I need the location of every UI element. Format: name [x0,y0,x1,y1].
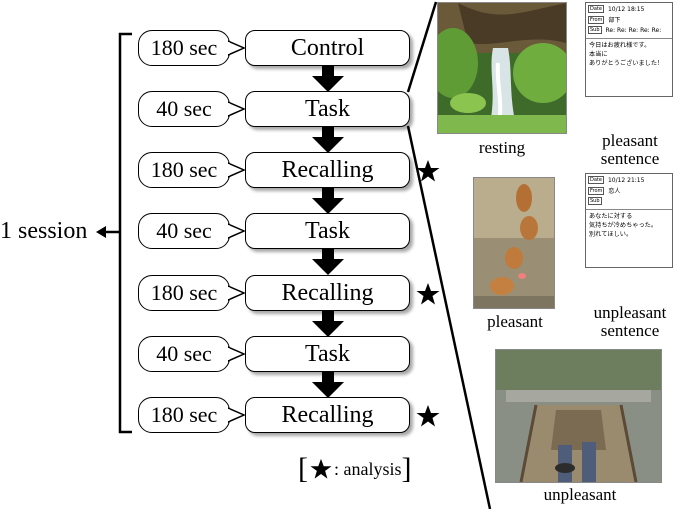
stage-box-recalling: Recalling [245,397,410,433]
flow-arrow-icon [312,372,344,398]
bubble-tail [228,101,246,117]
resting-image [437,2,567,134]
mail-date-tag: Date [588,5,604,13]
mail-date-tag: Date [588,176,604,184]
mail-sub-tag: Sub [588,26,602,34]
mail-date: 10/12 21:15 [607,176,645,184]
mail-from: 部下 [608,17,621,24]
mail-from: 恋人 [608,188,621,195]
flow-arrow-icon [312,66,344,92]
star-icon [416,283,440,305]
pleasant-caption: pleasant [487,312,543,331]
pleasant-image [473,177,555,309]
session-label: 1 session [0,218,88,244]
resting-caption: resting [478,138,526,157]
stage-box-recalling: Recalling [245,275,410,311]
stage-box-task: Task [245,336,410,372]
pleasant-sentence-line2: sentence [600,149,660,168]
mail-body: あなたに対する 気持ちが冷めちゃった。 別れてほしい。 [589,213,658,238]
star-icon [416,160,440,182]
unpleasant-sentence-line2: sentence [600,321,660,340]
stage-box-recalling: Recalling [245,152,410,188]
star-icon [310,458,332,479]
star-icon [416,405,440,427]
unpleasant-sentence-caption: unpleasant sentence [578,304,680,340]
flow-arrow-icon [312,311,344,337]
mail-date: 10/12 18:15 [607,5,645,13]
stage-box-control: Control [245,30,410,66]
duration-bubble: 40 sec [138,336,230,372]
legend-open-bracket: [ [298,452,308,485]
mail-from-tag: From [588,15,605,24]
pleasant-sentence-line1: pleasant [602,131,658,150]
mail-from-tag: From [588,186,605,195]
analysis-legend: [ : analysis ] [298,454,412,484]
unpleasant-caption: unpleasant [543,485,617,504]
session-bracket [96,32,132,434]
flow-arrow-icon [312,127,344,153]
mail-sub-tag: Sub [588,197,602,205]
duration-bubble: 40 sec [138,91,230,127]
stage-box-task: Task [245,213,410,249]
bubble-tail [228,40,246,56]
mail-subject: Re: Re: Re: Re: Re: [605,26,662,34]
stage-box-task: Task [245,91,410,127]
bubble-tail [228,162,246,178]
unpleasant-sentence-line1: unpleasant [593,303,667,322]
duration-bubble: 40 sec [138,213,230,249]
unpleasant-image [495,349,662,483]
duration-bubble: 180 sec [138,397,230,433]
bubble-tail [228,407,246,423]
duration-bubble: 180 sec [138,30,230,66]
flow-arrow-icon [312,249,344,275]
bubble-tail [228,223,246,239]
flow-arrow-icon [312,188,344,214]
bubble-tail [228,285,246,301]
duration-bubble: 180 sec [138,275,230,311]
bubble-tail [228,346,246,362]
legend-close-bracket: ] [401,452,412,485]
legend-text: : analysis [334,458,402,479]
duration-bubble: 180 sec [138,152,230,188]
pleasant-sentence-caption: pleasant sentence [580,132,680,168]
mail-body: 今日はお疲れ様です。 本当に ありがとうございました！ [589,42,664,67]
